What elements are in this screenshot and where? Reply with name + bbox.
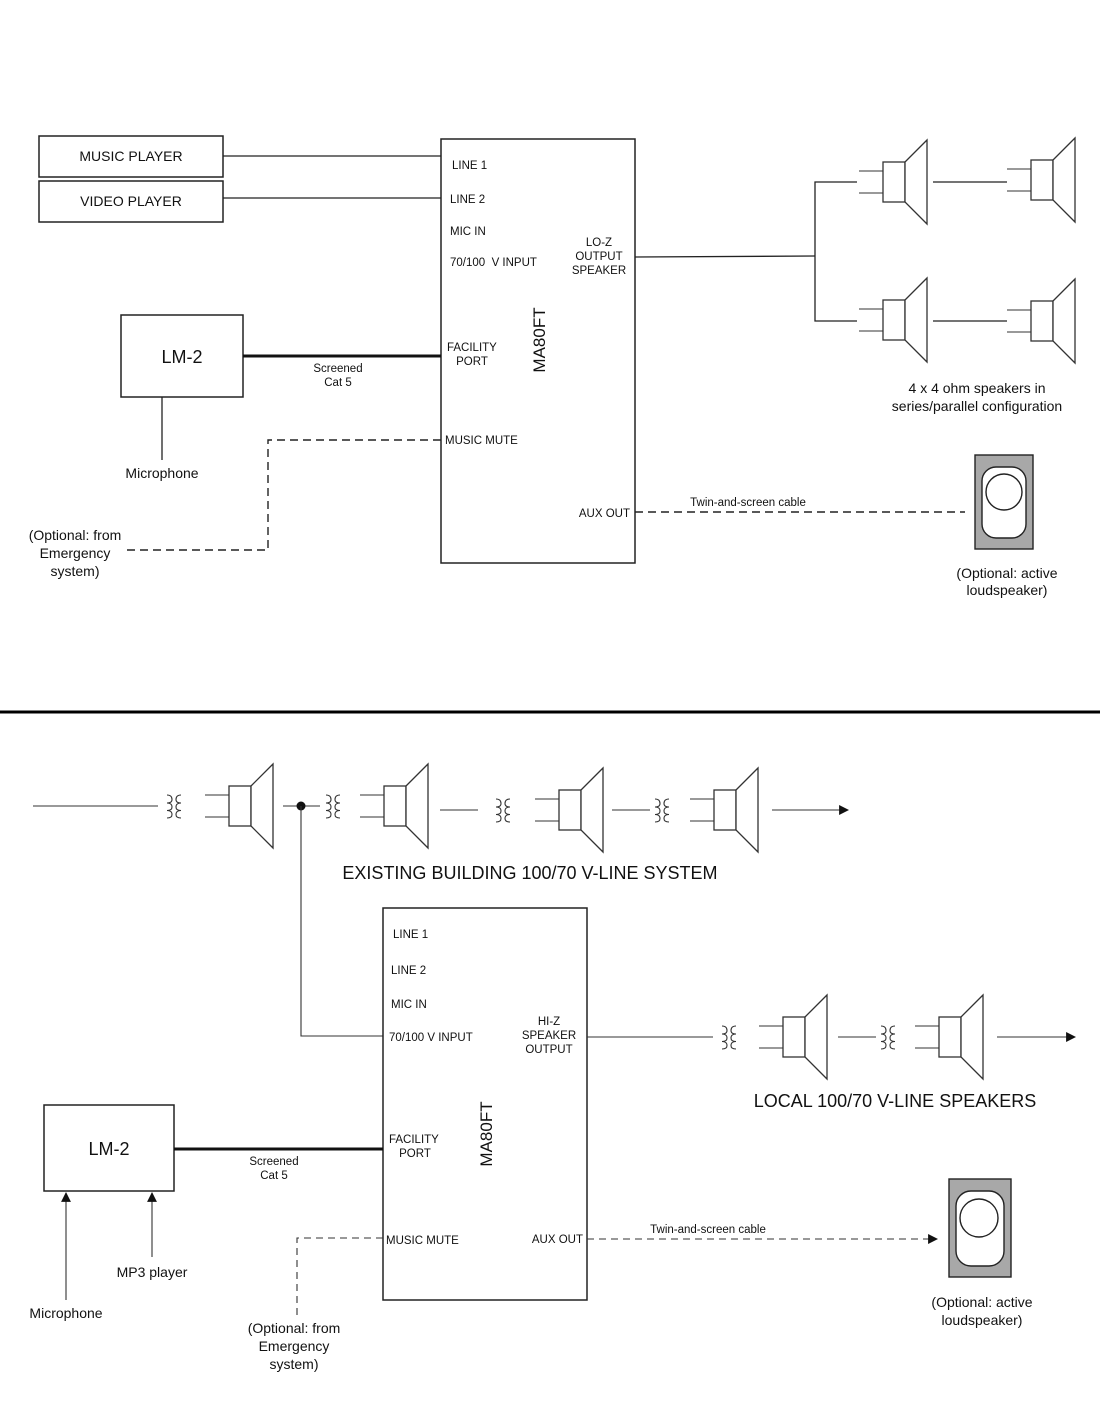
active-speaker-label-1: (Optional: active — [956, 565, 1057, 581]
music-mute-wire — [122, 439, 441, 551]
music-mute-wire — [296, 1237, 383, 1317]
speaker-branch-wire — [814, 181, 857, 322]
speaker-icon — [914, 994, 984, 1080]
twin-cable-label: Twin-and-screen cable — [650, 1224, 766, 1236]
speaker-icon — [1006, 278, 1076, 364]
input-facility-port-2: PORT — [456, 356, 488, 368]
emergency-label-2: Emergency — [259, 1338, 330, 1354]
amplifier-box-bottom: LINE 1 LINE 2 MIC IN 70/100 V INPUT HI-Z… — [382, 907, 588, 1301]
speaker-icon — [204, 763, 274, 849]
input-facility-port-1: FACILITY — [389, 1134, 439, 1146]
microphone-label: Microphone — [125, 465, 198, 481]
video-player-label: VIDEO PLAYER — [80, 193, 182, 209]
local-speakers-label: LOCAL 100/70 V-LINE SPEAKERS — [754, 1091, 1036, 1111]
input-music-mute: MUSIC MUTE — [386, 1235, 459, 1247]
transformer-icon — [495, 798, 511, 823]
output-aux-out: AUX OUT — [579, 508, 630, 520]
video-player-box: VIDEO PLAYER — [38, 180, 224, 223]
output-speaker-3: OUTPUT — [525, 1044, 572, 1056]
output-speaker-1: HI-Z — [538, 1016, 560, 1028]
speaker-icon — [359, 763, 429, 849]
speaker-icon — [858, 277, 928, 363]
speaker-note-1: 4 x 4 ohm speakers in — [909, 380, 1046, 396]
input-facility-port-2: PORT — [399, 1148, 431, 1160]
lm2-box-top: LM-2 — [120, 314, 244, 398]
cat5-label-2: Cat 5 — [324, 377, 352, 389]
input-v-input: 70/100 V INPUT — [389, 1032, 473, 1044]
speaker-output-wire — [634, 255, 816, 258]
cat5-label-2: Cat 5 — [260, 1170, 288, 1182]
twin-cable-label: Twin-and-screen cable — [690, 497, 806, 509]
input-mic-in: MIC IN — [450, 226, 486, 238]
cat5-label-1: Screened — [313, 363, 362, 375]
output-speaker-2: OUTPUT — [575, 251, 622, 263]
transformer-icon — [880, 1025, 896, 1050]
emergency-label-1: (Optional: from — [29, 527, 122, 543]
existing-system-label: EXISTING BUILDING 100/70 V-LINE SYSTEM — [342, 863, 717, 883]
v-input-tap-wire — [300, 806, 383, 1037]
speaker-icon — [858, 139, 928, 225]
input-line2: LINE 2 — [450, 194, 485, 206]
emergency-label-2: Emergency — [40, 545, 111, 561]
active-speaker-label-2: loudspeaker) — [942, 1312, 1023, 1328]
input-music-mute: MUSIC MUTE — [445, 435, 518, 447]
input-facility-port-1: FACILITY — [447, 342, 497, 354]
output-speaker-2: SPEAKER — [522, 1030, 576, 1042]
output-speaker-3: SPEAKER — [572, 265, 626, 277]
speaker-icon — [534, 767, 604, 853]
emergency-label-1: (Optional: from — [248, 1320, 341, 1336]
speaker-icon — [758, 994, 828, 1080]
bottom-diagram: EXISTING BUILDING 100/70 V-LINE SYSTEM L… — [29, 763, 1076, 1372]
transformer-icon — [325, 794, 341, 819]
input-mic-in: MIC IN — [391, 999, 427, 1011]
output-speaker-1: LO-Z — [586, 237, 612, 249]
transformer-icon — [166, 794, 182, 819]
top-diagram: MUSIC PLAYER VIDEO PLAYER LINE 1 LINE 2 … — [29, 135, 1076, 598]
amplifier-name: MA80FT — [530, 307, 549, 372]
microphone-label: Microphone — [29, 1305, 102, 1321]
transformer-icon — [654, 798, 670, 823]
emergency-label-3: system) — [51, 563, 100, 579]
mp3-label: MP3 player — [117, 1264, 188, 1280]
active-loudspeaker-icon — [974, 454, 1034, 550]
transformer-icon — [721, 1025, 737, 1050]
lm2-label: LM-2 — [88, 1139, 129, 1159]
input-line1: LINE 1 — [452, 160, 487, 172]
lm2-label: LM-2 — [161, 347, 202, 367]
emergency-label-3: system) — [270, 1356, 319, 1372]
speaker-icon — [1006, 137, 1076, 223]
output-aux-out: AUX OUT — [532, 1234, 583, 1246]
music-player-label: MUSIC PLAYER — [79, 148, 182, 164]
music-player-box: MUSIC PLAYER — [38, 135, 224, 178]
input-v-input: 70/100 V INPUT — [450, 257, 537, 269]
speaker-note-2: series/parallel configuration — [892, 398, 1062, 414]
amplifier-name: MA80FT — [477, 1101, 496, 1166]
cat5-label-1: Screened — [249, 1156, 298, 1168]
lm2-box-bottom: LM-2 — [43, 1104, 175, 1192]
input-line2: LINE 2 — [391, 965, 426, 977]
active-speaker-label-2: loudspeaker) — [967, 582, 1048, 598]
input-line1: LINE 1 — [393, 929, 428, 941]
active-speaker-label-1: (Optional: active — [931, 1294, 1032, 1310]
amplifier-box-top: LINE 1 LINE 2 MIC IN 70/100 V INPUT LO-Z… — [440, 138, 636, 564]
active-loudspeaker-icon — [948, 1178, 1012, 1278]
speaker-icon — [689, 767, 759, 853]
